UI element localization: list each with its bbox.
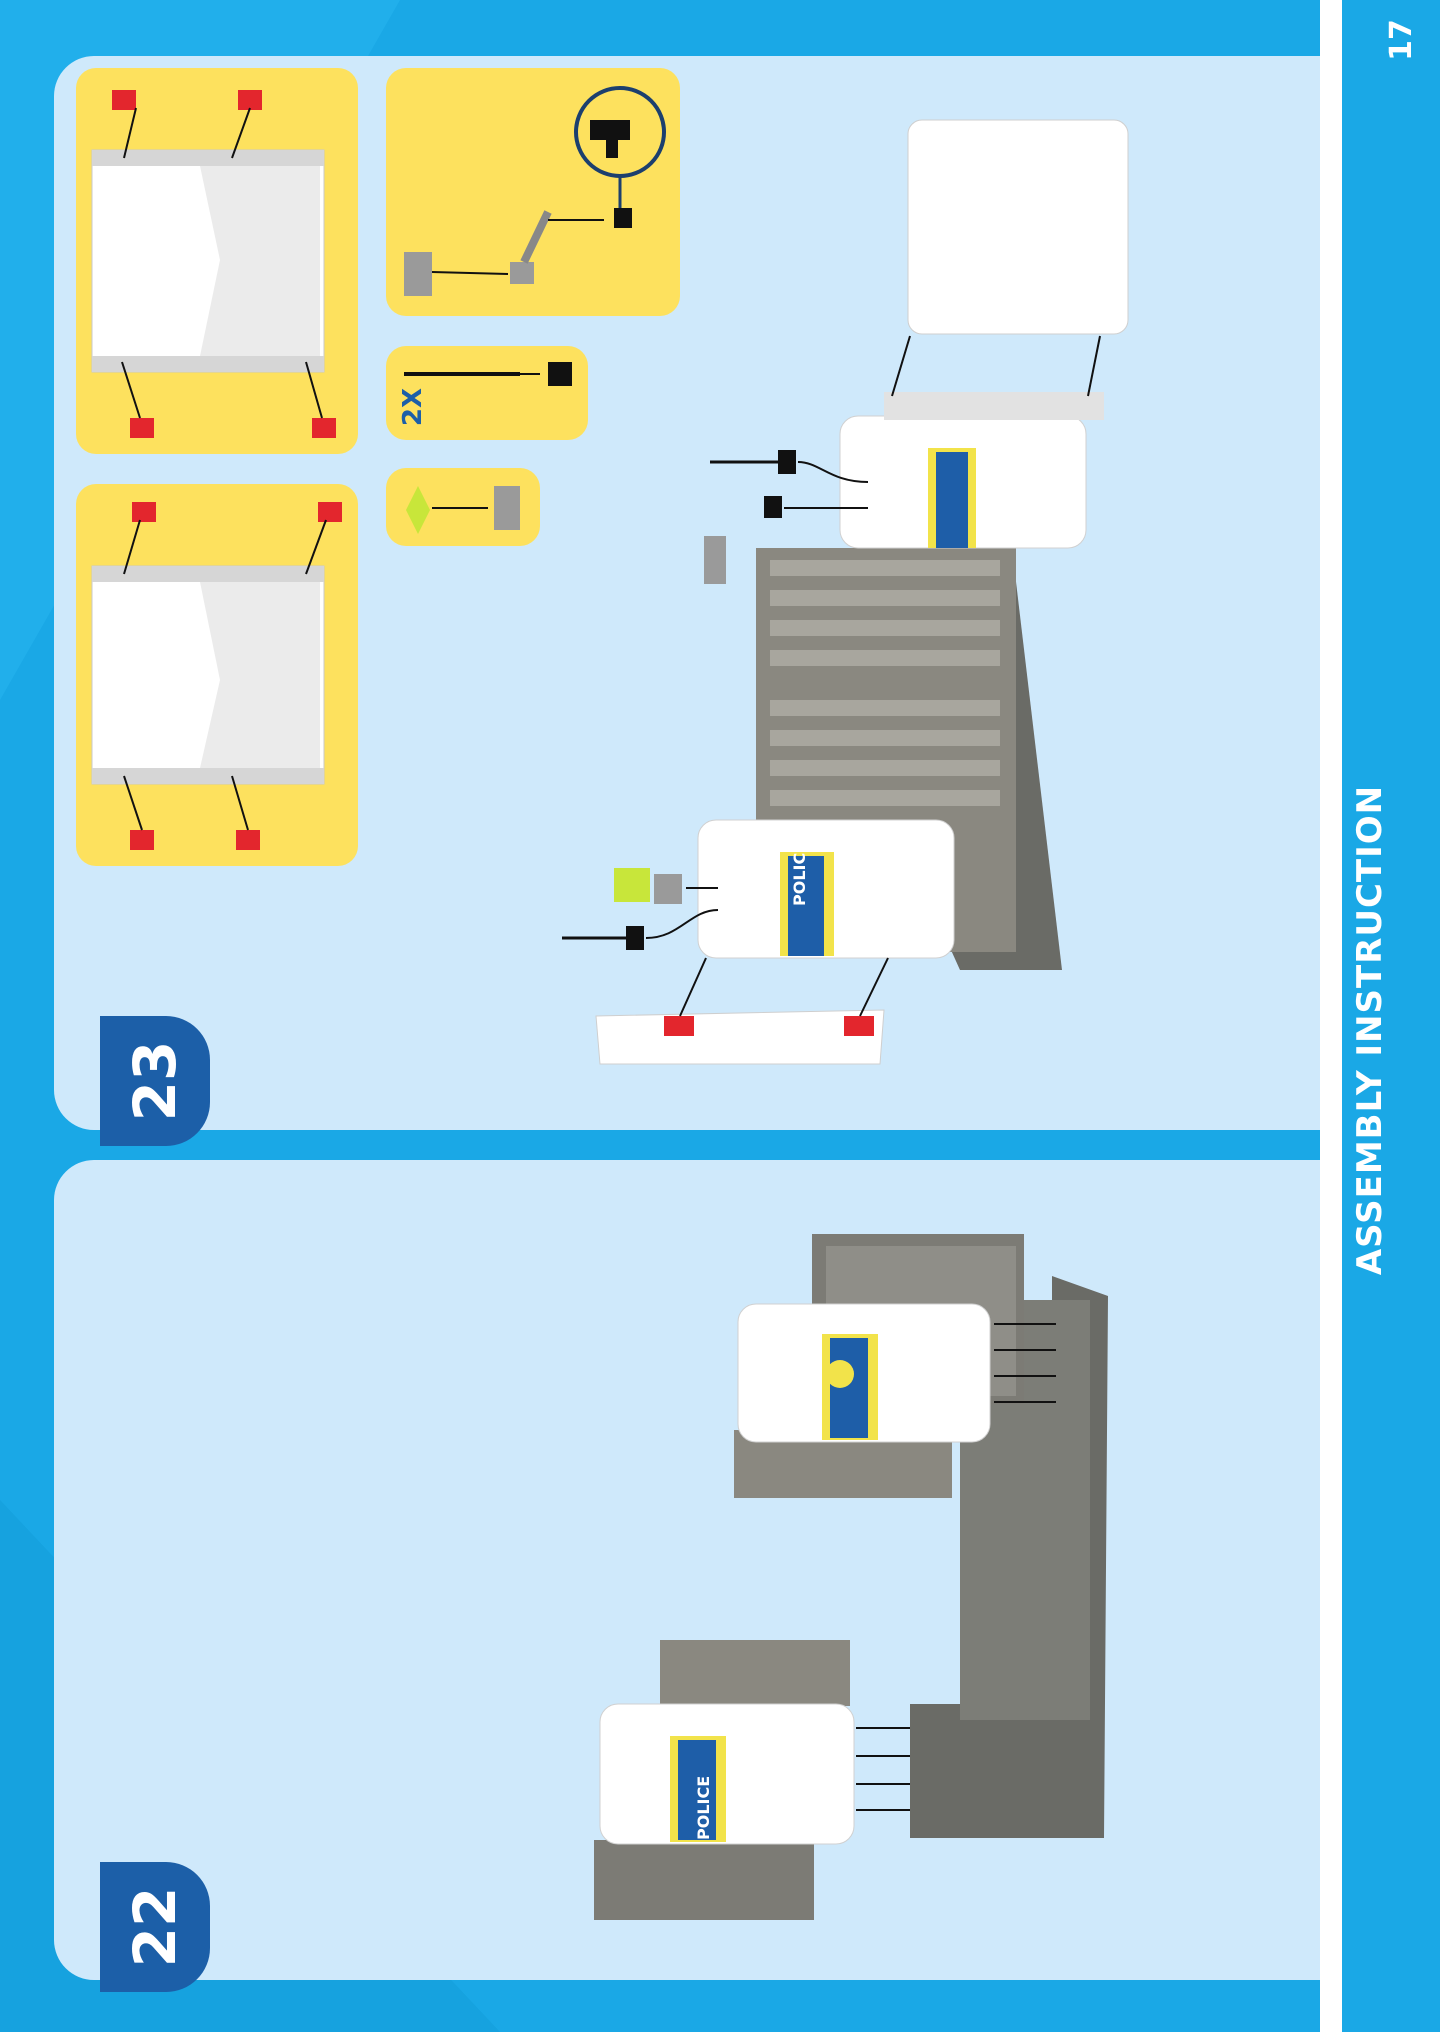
quantity-label: 2X	[398, 387, 429, 427]
page-number: 17	[1384, 19, 1419, 61]
section-title: ASSEMBLY INSTRUCTION	[1350, 784, 1390, 1276]
police-label: POLICE	[790, 841, 809, 906]
sidebar-divider	[1320, 0, 1342, 2032]
step-22-panel	[54, 1160, 1320, 1980]
step-23-panel	[54, 56, 1320, 1130]
step-number: 23	[121, 1040, 189, 1122]
step-number-badge: 22	[100, 1862, 210, 1992]
step-number: 22	[121, 1886, 189, 1968]
police-label: POLICE	[694, 1775, 713, 1840]
step-number-badge: 23	[100, 1016, 210, 1146]
